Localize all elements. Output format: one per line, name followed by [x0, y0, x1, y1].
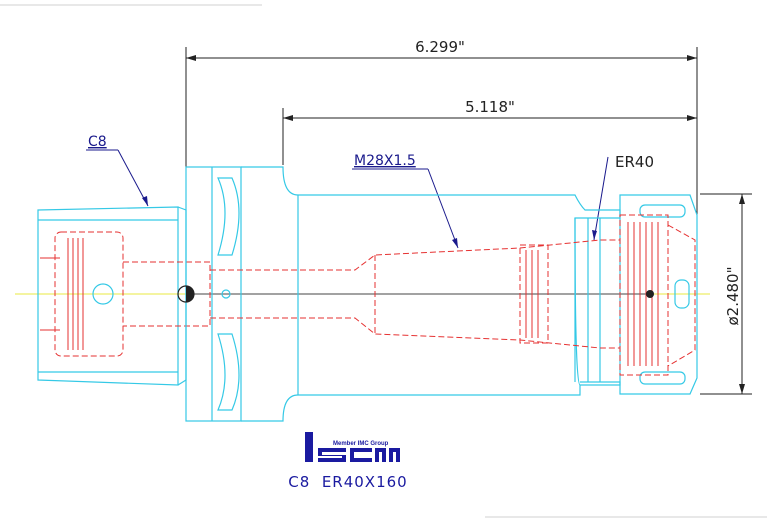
body-hidden-features: [210, 239, 620, 349]
callout-shank: C8: [86, 134, 149, 207]
drawing-title: C8 ER40X160: [288, 473, 407, 491]
iscar-logo: Member IMC Group iscar: [305, 432, 400, 462]
callout-collet: ER40: [592, 153, 654, 241]
collet-hidden-features: [619, 214, 696, 376]
inner-length-label: 5.118": [465, 98, 515, 116]
dimension-overall-length: 6.299": [185, 38, 698, 215]
dimension-diameter: ø2.480": [700, 193, 752, 395]
shank-hidden-features: [40, 231, 211, 357]
collet-nut-outline: [619, 194, 698, 395]
nose-point-marker: [646, 290, 654, 298]
collet-callout-label: ER40: [615, 153, 654, 171]
shank-callout-label: C8: [88, 134, 107, 150]
dimension-inner-length: 5.118": [282, 98, 697, 165]
callout-thread: M28X1.5: [352, 153, 459, 249]
thread-callout-label: M28X1.5: [354, 153, 416, 169]
logo-tagline: Member IMC Group: [333, 441, 389, 447]
diameter-label: ø2.480": [724, 266, 742, 325]
overall-length-label: 6.299": [415, 38, 465, 56]
body-outline: [241, 166, 621, 422]
shank-outline: [37, 206, 187, 386]
